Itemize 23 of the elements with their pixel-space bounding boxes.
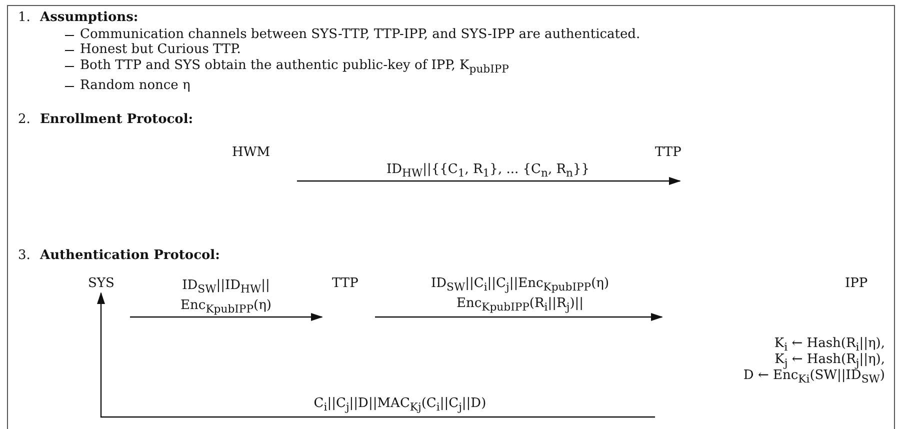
message-arrow — [97, 292, 655, 418]
party-label: TTP — [655, 145, 682, 160]
message-label: ID$_{HW}$||{{C$_{1}$, R$_{1}$}, ... {C$_{n}$, R$_{n}$}} — [385, 162, 591, 182]
message-arrow — [297, 177, 681, 185]
party-label: IPP — [845, 276, 868, 291]
party-label: TTP — [332, 276, 358, 291]
assumption-text: Communication channels between SYS-TTP, TTP-IPP, and SYS-IPP are authenticated. — [80, 27, 640, 42]
message-arrow — [375, 313, 663, 321]
section-heading: Enrollment Protocol: — [40, 112, 194, 127]
computation-text: K$_{j}$ ← Hash(R$_{j}$||η), — [774, 352, 885, 370]
list-number: 1. — [18, 10, 30, 25]
message-label: C$_{i}$||C$_{j}$||D||MAC$_{K}$$_{j}$(C$_{i}$||C$_{j}$||D) — [312, 396, 488, 416]
party-label: SYS — [88, 276, 114, 291]
message-arrow — [130, 313, 323, 321]
computation-text: K$_{i}$ ← Hash(R$_{i}$||η), — [773, 336, 885, 354]
assumption-text: Honest but Curious TTP. — [80, 42, 241, 57]
party-label: HWM — [232, 145, 270, 160]
list-number: 2. — [18, 112, 30, 127]
computation-text: D ← Enc$_{K}$$_{i}$(SW||ID$_{SW}$) — [742, 368, 885, 387]
assumption-text: Random nonce η — [80, 78, 190, 93]
section-heading: Assumptions: — [40, 10, 138, 25]
section-heading: Authentication Protocol: — [40, 248, 220, 263]
list-number: 3. — [18, 248, 30, 263]
